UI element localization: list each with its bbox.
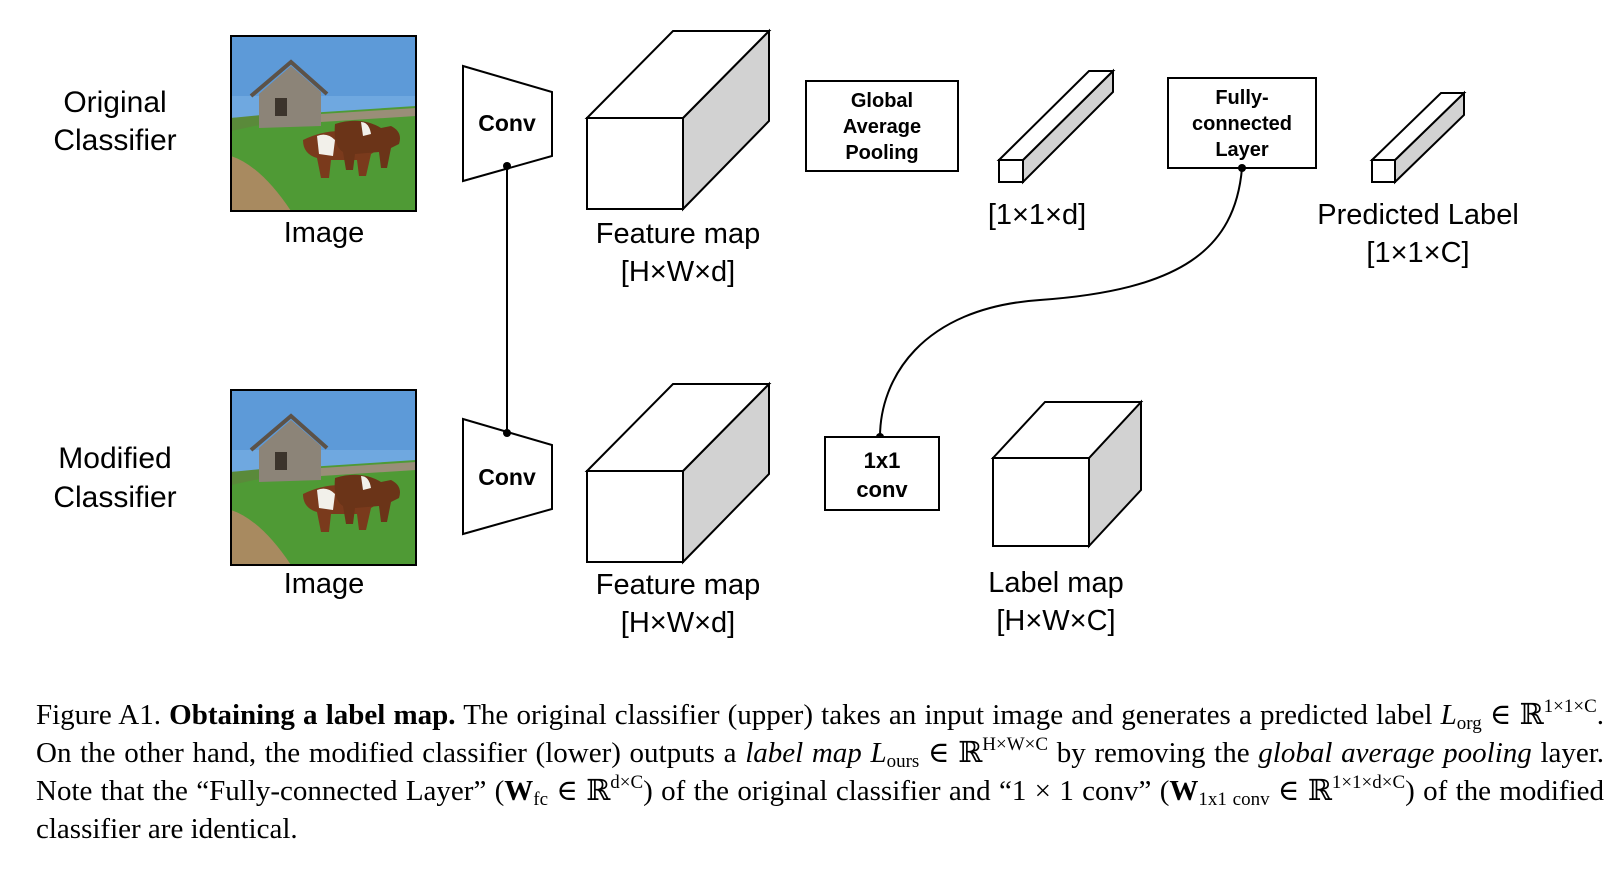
row-label-original-line1: Original <box>63 86 166 119</box>
conv1x1-label-line2: conv <box>856 477 908 502</box>
math-superscript: d×C <box>610 772 644 793</box>
math-symbol: ∈ ℝ <box>556 775 611 807</box>
conv1x1-label-line1: 1x1 <box>864 448 901 473</box>
caption-text: ) of the original classifier and “1 × 1 … <box>643 775 1170 807</box>
caption-emphasis: global average pooling <box>1258 737 1532 769</box>
caption-text: layer. Note that the “Fully-connected La… <box>36 737 1605 807</box>
input-image-modified <box>229 388 418 567</box>
conv-label-modified: Conv <box>478 464 536 490</box>
caption-title: Obtaining a label map. <box>169 699 456 731</box>
feature-map-dims-original: [H×W×d] <box>621 256 735 288</box>
math-superscript: H×W×C <box>982 734 1049 755</box>
predicted-label-dims: [1×1×C] <box>1366 237 1469 269</box>
image-label-modified: Image <box>284 568 365 600</box>
label-map-cube <box>990 399 1144 549</box>
conv-block-modified <box>462 417 553 536</box>
feature-map-label-original: Feature map <box>596 218 760 250</box>
gap-label-line3: Pooling <box>845 142 918 164</box>
caption-prefix: Figure A1. <box>36 699 161 731</box>
connector-dot <box>503 162 511 170</box>
figure-diagram: Original Classifier Modified Classifier … <box>53 28 1519 639</box>
gap-label-line2: Average <box>843 116 921 138</box>
vector-feature <box>996 68 1116 185</box>
caption-text: by removing the <box>1056 737 1250 769</box>
math-symbol: L <box>870 737 887 769</box>
predicted-label-title: Predicted Label <box>1317 199 1519 231</box>
conv1x1-box <box>824 436 940 511</box>
caption-text: The original classifier (upper) takes an… <box>463 699 1433 731</box>
label-map-dims: [H×W×C] <box>996 605 1115 637</box>
math-symbol: ∈ ℝ <box>1277 775 1332 807</box>
input-image-original <box>229 34 418 213</box>
math-symbol: W <box>1169 775 1199 807</box>
feature-map-cube-original <box>584 28 772 212</box>
row-label-modified-line2: Classifier <box>53 481 176 514</box>
image-label-original: Image <box>284 217 365 249</box>
math-subscript: org <box>1456 713 1482 734</box>
math-symbol: W <box>504 775 534 807</box>
math-superscript: 1×1×d×C <box>1331 772 1406 793</box>
math-subscript: 1x1 conv <box>1198 789 1270 810</box>
connector-dot <box>1238 164 1246 172</box>
math-subscript: ours <box>886 751 920 772</box>
math-symbol: ∈ ℝ <box>928 737 983 769</box>
vector-predicted <box>1369 90 1467 185</box>
identical-weights-curve <box>879 167 1243 438</box>
gap-label-line1: Global <box>851 90 913 112</box>
math-symbol: L <box>1440 699 1457 731</box>
feature-map-cube-modified <box>584 381 772 565</box>
fc-label-line3: Layer <box>1215 139 1269 161</box>
math-symbol: ∈ ℝ <box>1489 699 1544 731</box>
math-superscript: 1×1×C <box>1543 696 1597 717</box>
caption-text: . On the other hand, the modified classi… <box>36 699 1604 769</box>
caption-text: ) of the modified classifier are identic… <box>36 775 1605 845</box>
connector-dot <box>503 429 511 437</box>
vector-dims-label: [1×1×d] <box>988 199 1086 231</box>
math-subscript: fc <box>533 789 549 810</box>
caption-emphasis: label map <box>745 737 862 769</box>
label-map-title: Label map <box>988 567 1123 599</box>
feature-map-label-modified: Feature map <box>596 569 760 601</box>
fc-label-line1: Fully- <box>1215 87 1268 109</box>
fc-label-line2: connected <box>1192 113 1292 135</box>
conv-label-original: Conv <box>478 110 536 136</box>
gap-box <box>805 80 959 172</box>
row-label-original-line2: Classifier <box>53 124 176 157</box>
row-label-modified-line1: Modified <box>58 442 171 475</box>
conv-block-original <box>462 64 553 183</box>
figure-caption: Figure A1. Obtaining a label map. The or… <box>36 696 1604 848</box>
feature-map-dims-modified: [H×W×d] <box>621 607 735 639</box>
